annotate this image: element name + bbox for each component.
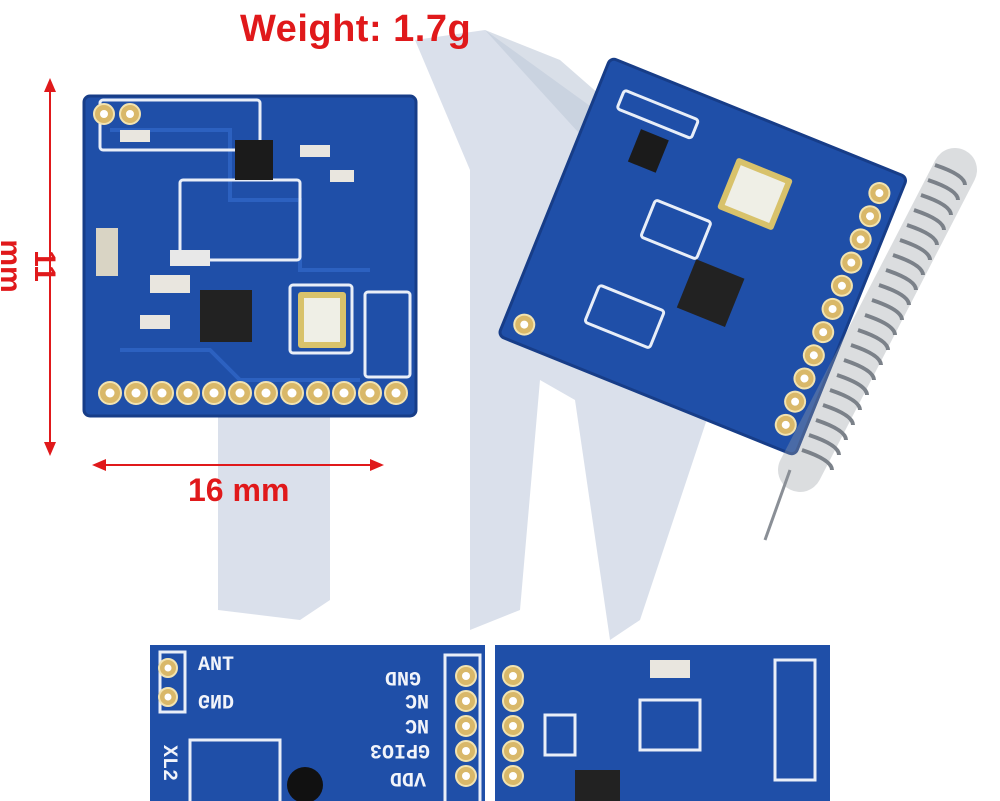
- spring-antenna-icon: [763, 148, 977, 541]
- pin-label-nc-1: NC: [405, 688, 430, 711]
- width-dimension-label: 16 mm: [188, 472, 290, 508]
- pin-label-gnd: GND: [198, 688, 235, 711]
- pin-label-nc-2: NC: [405, 713, 430, 736]
- pin-label-gnd-right: GND: [385, 665, 422, 688]
- pin-label-gpio3: GPIO3: [370, 738, 431, 761]
- pin-label-vdd: VDD: [390, 766, 427, 789]
- module-code-partial: XL2: [157, 744, 181, 782]
- weight-label: Weight: 1.7g: [240, 8, 472, 50]
- pin-label-ant: ANT: [198, 654, 235, 677]
